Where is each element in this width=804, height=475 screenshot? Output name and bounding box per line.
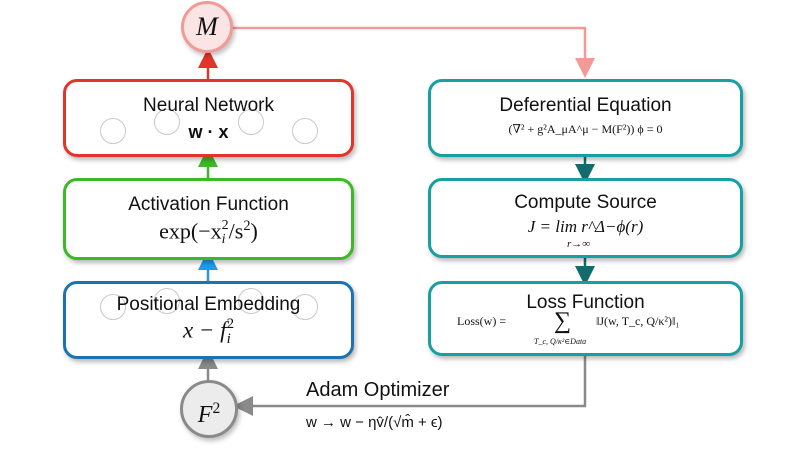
node-f2: F2 <box>180 380 238 438</box>
loss-function-sum: ∑ <box>554 308 572 334</box>
neural-network-box: Neural Network w · x <box>63 79 354 157</box>
compute-source-formula: J = lim r^Δ−ϕ(r) <box>527 217 644 236</box>
arrow-loss-to-f2 <box>233 356 587 416</box>
pe-neuron <box>154 288 180 314</box>
compute-source-box: Compute Source J = lim r^Δ−ϕ(r) r→∞ <box>428 178 743 258</box>
node-m: M <box>181 1 233 53</box>
loss-function-box: Loss Function Loss(w) = ∑ T_c, Q/κ²∈Data… <box>428 281 743 356</box>
nn-neuron <box>100 118 126 144</box>
neural-network-formula: w · x <box>188 122 229 142</box>
loss-function-rhs: ‖J(w, T_c, Q/κ²)‖₁ <box>596 314 680 328</box>
deferential-equation-box: Deferential Equation (∇² + g²A_μA^μ − M(… <box>428 79 743 157</box>
nn-neuron <box>154 109 180 135</box>
adam-optimizer-rule: w → w − ηv̂/(√m̂ + ϵ) <box>306 414 443 431</box>
deferential-equation-title: Deferential Equation <box>499 95 672 116</box>
pe-neuron <box>292 294 318 320</box>
compute-source-title: Compute Source <box>514 192 657 213</box>
loss-function-lhs: Loss(w) = <box>457 314 507 328</box>
deferential-equation-formula: (∇² + g²A_μA^μ − M(F²)) ϕ = 0 <box>508 122 663 136</box>
pe-neuron <box>100 294 126 320</box>
pe-neuron <box>238 288 264 314</box>
arrow-m-to-equation <box>233 26 595 78</box>
loss-function-title: Loss Function <box>526 292 645 313</box>
nn-neuron <box>238 109 264 135</box>
positional-embedding-title: Positional Embedding <box>116 294 301 315</box>
adam-optimizer-title: Adam Optimizer <box>306 379 450 401</box>
activation-function-title: Activation Function <box>128 194 289 215</box>
node-f2-label: F <box>197 402 213 428</box>
compute-source-limit: r→∞ <box>566 238 591 250</box>
neural-network-title: Neural Network <box>143 95 274 116</box>
loss-function-sum-sub: T_c, Q/κ²∈Data <box>534 337 587 346</box>
node-m-label: M <box>196 12 218 41</box>
nn-neuron <box>292 118 318 144</box>
